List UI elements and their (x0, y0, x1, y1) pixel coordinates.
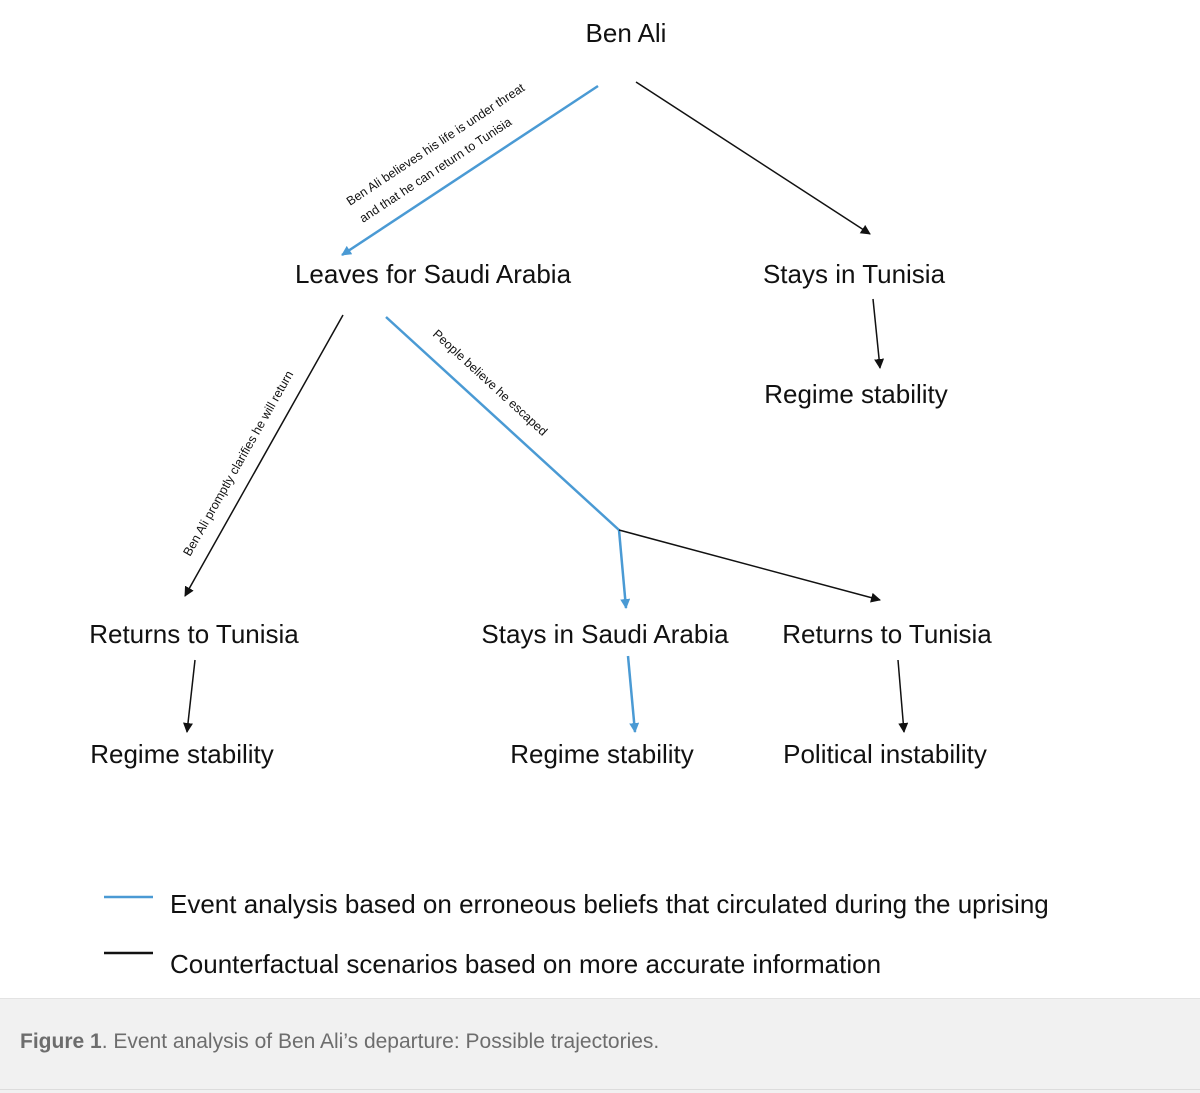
node-returns-to-tunisia-left: Returns to Tunisia (89, 619, 299, 649)
node-regime-stability-mid: Regime stability (510, 739, 694, 769)
event-tree-diagram: Ben Ali Leaves for Saudi Arabia Stays in… (89, 18, 1049, 979)
edge-ben-ali-to-leaves (341, 84, 599, 257)
figure-caption: Figure 1. Event analysis of Ben Ali’s de… (20, 1030, 659, 1054)
edge-label-life-threat-line1: Ben Ali believes his life is under threa… (344, 80, 528, 208)
edge-ben-ali-to-stays-tunisia (635, 81, 871, 235)
edge-label-believe-escaped: People believe he escaped (430, 327, 550, 439)
legend-label-erroneous: Event analysis based on erroneous belief… (170, 889, 1049, 919)
edge-branch-to-returns-right (618, 529, 881, 603)
node-returns-to-tunisia-right: Returns to Tunisia (782, 619, 992, 649)
legend: Event analysis based on erroneous belief… (104, 889, 1049, 979)
figure-caption-text: . Event analysis of Ben Ali’s departure:… (101, 1030, 660, 1053)
edge-stays-tunisia-to-regime-stability (872, 298, 885, 369)
edge-label-life-threat-line2: and that he can return to Tunisia (357, 115, 514, 226)
edge-label-clarifies-return: Ben Ali promptly clarifies he will retur… (180, 368, 296, 558)
figure-caption-label: Figure 1 (20, 1030, 102, 1053)
node-regime-stability-left: Regime stability (90, 739, 274, 769)
node-leaves-for-saudi-arabia: Leaves for Saudi Arabia (295, 259, 572, 289)
edge-returns-left-to-regime-stability (183, 659, 196, 733)
legend-label-accurate: Counterfactual scenarios based on more a… (170, 949, 881, 979)
figure-panel: Ben Ali Leaves for Saudi Arabia Stays in… (0, 0, 1200, 998)
node-stays-in-tunisia: Stays in Tunisia (763, 259, 946, 289)
edge-returns-right-to-political-instability (897, 659, 909, 733)
edge-leaves-to-returns-left (184, 314, 344, 597)
edge-branch-to-stays-saudi (617, 529, 631, 609)
node-political-instability: Political instability (783, 739, 987, 769)
edge-leaves-to-branch (385, 316, 620, 531)
node-ben-ali: Ben Ali (586, 18, 667, 48)
caption-bar: Figure 1. Event analysis of Ben Ali’s de… (0, 998, 1200, 1090)
node-regime-stability-top: Regime stability (764, 379, 948, 409)
edge-stays-saudi-to-regime-stability (626, 655, 640, 733)
node-stays-in-saudi-arabia: Stays in Saudi Arabia (481, 619, 729, 649)
